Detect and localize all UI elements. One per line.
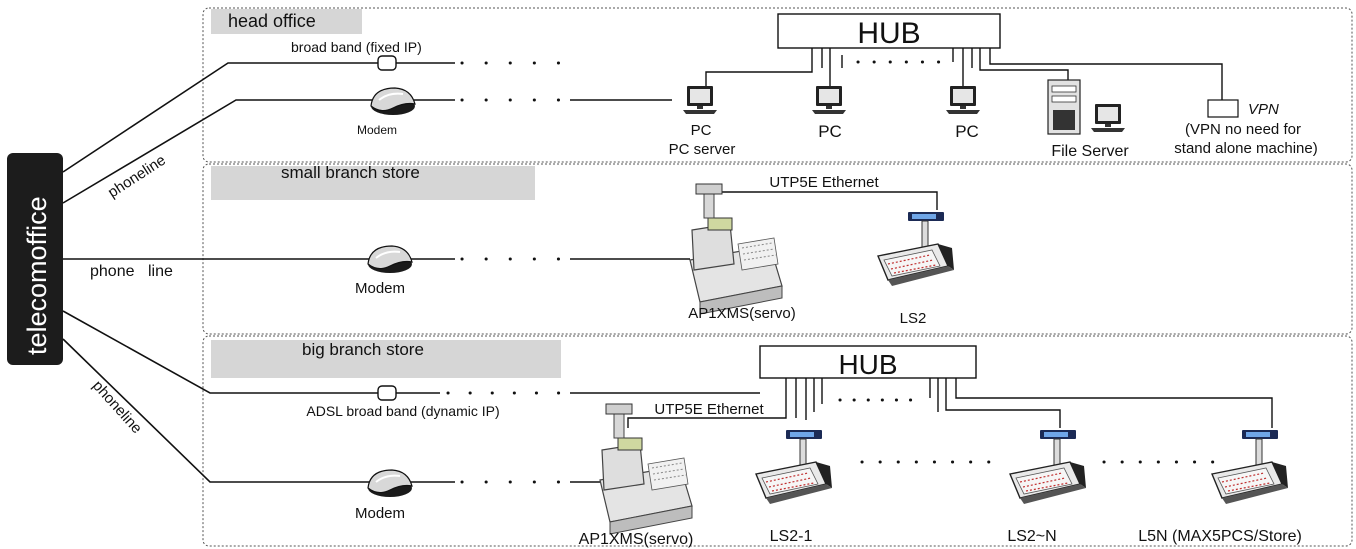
label-scale-icon: [755, 429, 833, 505]
phoneline-big-line: [62, 338, 370, 483]
vpn-note-line-2: stand alone machine): [1174, 140, 1317, 157]
utp-label-big: UTP5E Ethernet: [654, 401, 764, 418]
small-branch-title: small branch store: [281, 163, 420, 182]
section-head-office-frame: [202, 7, 1353, 163]
big-branch-title: big branch store: [302, 340, 424, 359]
modem-icon: [367, 469, 413, 498]
broadband-label: broad band (fixed IP): [291, 39, 422, 55]
pos-big-label: AP1XMS(servo): [579, 531, 694, 548]
vpn-box: [1207, 99, 1239, 118]
scale-big-1-label: LS2-1: [770, 528, 813, 545]
scale-small-label: LS2: [900, 310, 927, 327]
modem-label: Modem: [357, 123, 397, 137]
pc-1-label: PC: [691, 122, 712, 139]
pc-2-label: PC: [818, 122, 842, 141]
pos-terminal-icon: [599, 403, 693, 535]
broadband-connector: [377, 55, 397, 71]
hub-head-office: [777, 13, 1001, 49]
modem-icon: [367, 245, 413, 274]
telecom-office-label: telecomoffice: [22, 196, 52, 355]
hub-big-branch: [759, 345, 977, 379]
big-branch-title-bar: [211, 340, 561, 378]
pc-icon: [812, 86, 846, 114]
section-big-branch-frame: [202, 335, 1353, 547]
vpn-label: VPN: [1248, 101, 1279, 118]
modem-label: Modem: [355, 280, 405, 297]
pc-3-label: PC: [955, 122, 979, 141]
modem-label: Modem: [355, 505, 405, 522]
pos-terminal-icon: [689, 183, 783, 315]
head-office-title: head office: [228, 11, 316, 31]
pc-icon: [946, 86, 980, 114]
head-office-title-bar: [211, 9, 362, 34]
phoneline-label-3: phoneline: [89, 377, 145, 437]
broadband-line: [62, 62, 380, 173]
hub-big-label: HUB: [838, 349, 897, 380]
utp-label-small: UTP5E Ethernet: [769, 174, 879, 191]
phoneline-head-line: [62, 99, 375, 204]
server-tower-icon: [1047, 79, 1081, 135]
file-server-label: File Server: [1051, 143, 1129, 160]
phoneline-label-2a: phone: [90, 263, 135, 280]
modem-icon: [370, 87, 416, 116]
pc-icon: [683, 86, 717, 114]
adsl-line: [62, 310, 378, 394]
small-branch-title-bar: [211, 166, 535, 200]
adsl-label: ADSL broad band (dynamic IP): [306, 403, 499, 419]
scale-l5n-label: L5N (MAX5PCS/Store): [1138, 528, 1302, 545]
pc-server-label: PC server: [669, 141, 736, 158]
label-scale-icon: [877, 211, 955, 287]
pc-icon: [1091, 104, 1125, 132]
pos-small-label: AP1XMS(servo): [688, 305, 796, 322]
scale-big-n-label: LS2~N: [1007, 528, 1056, 545]
phoneline-label-2b: line: [148, 263, 173, 280]
utp-link-small: [709, 191, 938, 210]
label-scale-icon: [1009, 429, 1087, 505]
section-small-branch-frame: [202, 163, 1353, 335]
utp-link-big: [627, 378, 787, 428]
telecom-office-badge: [7, 153, 63, 365]
label-scale-icon: [1211, 429, 1289, 505]
vpn-note-line-1: (VPN no need for: [1185, 121, 1301, 138]
hub-head-label: HUB: [857, 17, 920, 50]
adsl-connector: [377, 385, 397, 401]
